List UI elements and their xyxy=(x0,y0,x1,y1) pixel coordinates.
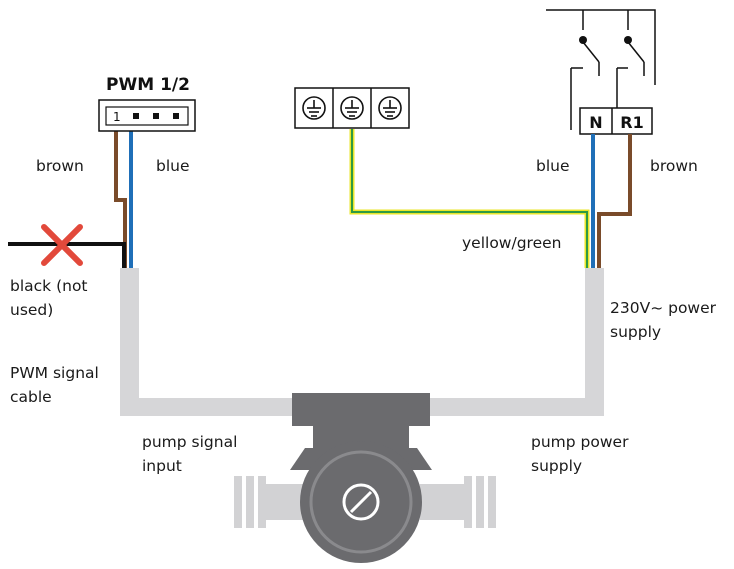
pump-housing-inner xyxy=(309,450,413,554)
terminal-r1-label: R1 xyxy=(620,113,643,132)
earth-terminal-block xyxy=(294,87,410,129)
cross-mark-icon xyxy=(41,224,83,266)
left-brown-wire xyxy=(114,131,127,268)
power-wires xyxy=(591,134,632,268)
black-wire xyxy=(8,242,126,268)
supply-label: 230V~ power xyxy=(610,299,717,317)
yellow-green-label: yellow/green xyxy=(462,234,561,252)
connector-pin-label: 1 xyxy=(113,110,121,124)
terminal-n-label: N xyxy=(589,113,602,132)
connector-pin xyxy=(133,113,139,119)
pwm-cable-label-2: cable xyxy=(10,388,52,406)
right-blue-label: blue xyxy=(536,157,570,175)
left-brown-label: brown xyxy=(36,157,84,175)
relay-switch-pivots xyxy=(579,36,632,44)
right-brown-wire xyxy=(597,134,632,268)
pump-left-fins xyxy=(234,476,310,528)
power-supply-label-2: supply xyxy=(531,457,582,475)
black-wire-label: black (not xyxy=(10,277,88,295)
earth-ground-icon xyxy=(302,96,326,120)
earth-wire xyxy=(349,129,590,268)
pump-right-fins xyxy=(420,476,496,528)
signal-input-label: pump signal xyxy=(142,433,237,451)
connector-pin xyxy=(173,113,179,119)
connector-title: PWM 1/2 xyxy=(106,75,190,95)
signal-input-label-2: input xyxy=(142,457,182,475)
right-brown-label: brown xyxy=(650,157,698,175)
connector-pin xyxy=(153,113,159,119)
pump-terminal-box xyxy=(292,393,430,426)
earth-ground-icon xyxy=(378,96,402,120)
pwm-cable-label: PWM signal xyxy=(10,364,99,382)
pump xyxy=(234,393,496,563)
connector-inner xyxy=(105,106,189,126)
left-blue-label: blue xyxy=(156,157,190,175)
pwm-connector: PWM 1/2 1 xyxy=(98,75,196,132)
rotor-slot-icon xyxy=(342,483,380,521)
supply-label-2: supply xyxy=(610,323,661,341)
earth-ground-icon xyxy=(340,96,364,120)
black-wire-label-2: used) xyxy=(10,301,53,319)
pwm-wires xyxy=(8,131,133,268)
pump-neck xyxy=(313,426,409,448)
relay-terminal-block: N R1 xyxy=(579,107,653,135)
power-supply-label: pump power xyxy=(531,433,629,451)
